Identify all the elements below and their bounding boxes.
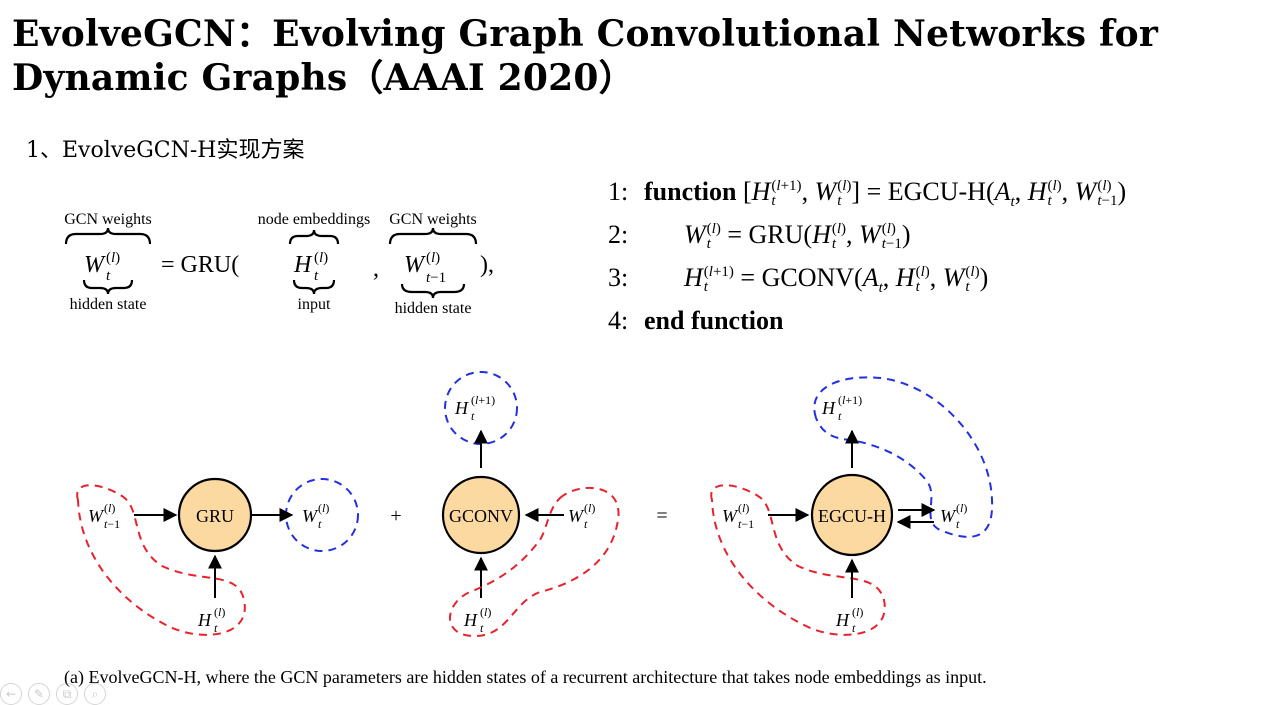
- svg-text:W: W: [568, 506, 585, 526]
- pen-icon[interactable]: ✎: [28, 683, 50, 705]
- svg-text:t: t: [318, 517, 322, 531]
- gru-label: GRU: [196, 506, 234, 526]
- gru-group: GRU W (l) t−1 W (l) t H (l) t: [76, 477, 359, 636]
- egcu-node: [810, 473, 894, 557]
- svg-text:(l+1): (l+1): [471, 393, 495, 407]
- label-input: input: [298, 296, 331, 313]
- page-title: EvolveGCN：Evolving Graph Convolutional N…: [12, 13, 1159, 99]
- svg-text:t: t: [852, 621, 856, 635]
- annotation-toolbar: ← ✎ ⧉ ⌕: [0, 683, 106, 705]
- figure-caption: (a) EvolveGCN-H, where the GCN parameter…: [64, 667, 987, 687]
- egcu-label: EGCU-H: [818, 506, 886, 526]
- red-dashed-loop-2: [449, 486, 620, 638]
- copy-icon[interactable]: ⧉: [56, 683, 78, 705]
- blue-dashed-w: [285, 478, 359, 552]
- svg-text:(l): (l): [852, 605, 863, 619]
- label-hidden-state-1: hidden state: [70, 296, 147, 313]
- svg-text:H: H: [454, 398, 469, 418]
- svg-text:t−1: t−1: [104, 517, 120, 531]
- svg-text:(l): (l): [584, 501, 595, 515]
- svg-text:t: t: [314, 268, 319, 284]
- svg-text:(l): (l): [314, 250, 328, 266]
- label-hidden-state-2: hidden state: [395, 300, 472, 317]
- gconv-label: GCONV: [449, 506, 513, 526]
- section-heading: 1、EvolveGCN-H实现方案: [26, 138, 305, 163]
- svg-text:t: t: [584, 517, 588, 531]
- label-node-embeddings: node embeddings: [258, 211, 370, 228]
- label-gcn-weights-1: GCN weights: [64, 211, 152, 228]
- svg-text:t: t: [956, 517, 960, 531]
- svg-text:(l): (l): [104, 501, 115, 515]
- algorithm-block: 1:function [H(l+1)t, W(l)t] = EGCU-H(At,…: [608, 170, 1278, 342]
- gru-equation: GCN weights node embeddings GCN weights …: [64, 211, 494, 317]
- gru-open: = GRU(: [161, 252, 239, 278]
- evolvegcn-h-diagram: GRU W (l) t−1 W (l) t H (l) t + H (l+1) …: [76, 371, 994, 638]
- comma: ,: [373, 256, 379, 282]
- svg-text:W: W: [84, 252, 106, 278]
- svg-text:W: W: [88, 506, 105, 526]
- gconv-group: H (l+1) t GCONV W (l) t H (l) t: [441, 371, 620, 638]
- arrow-left-icon[interactable]: ←: [0, 683, 22, 705]
- svg-text:H: H: [197, 610, 212, 630]
- svg-text:H: H: [293, 252, 313, 278]
- red-dashed-loop-3: [710, 484, 886, 636]
- svg-text:t: t: [471, 409, 475, 423]
- svg-text:t−1: t−1: [738, 517, 754, 531]
- svg-text:(l+1): (l+1): [838, 393, 862, 407]
- gru-node: [177, 477, 253, 553]
- svg-text:(l): (l): [318, 501, 329, 515]
- gru-close: ),: [480, 252, 494, 278]
- svg-text:t: t: [480, 621, 484, 635]
- algo-line-4: 4:end function: [608, 306, 784, 335]
- svg-text:(l): (l): [480, 605, 491, 619]
- blue-dashed-loop: [813, 376, 994, 538]
- underbraces: [82, 279, 466, 299]
- svg-text:W: W: [404, 252, 426, 278]
- svg-text:t: t: [214, 621, 218, 635]
- svg-text:(l): (l): [956, 501, 967, 515]
- svg-text:(l): (l): [738, 501, 749, 515]
- algo-line-3: 3:H(l+1)t = GCONV(At, H(l)t, W(l)t): [608, 263, 989, 297]
- svg-text:H: H: [463, 610, 478, 630]
- svg-text:W: W: [940, 506, 957, 526]
- egcu-group: H (l+1) t EGCU-H W (l) t−1 W (l) t H (l)…: [710, 376, 994, 636]
- svg-text:H: H: [835, 610, 850, 630]
- search-icon[interactable]: ⌕: [84, 683, 106, 705]
- equals-sign: =: [656, 505, 667, 527]
- overbraces: [64, 227, 478, 245]
- svg-text:(l): (l): [214, 605, 225, 619]
- svg-text:t: t: [838, 409, 842, 423]
- label-gcn-weights-2: GCN weights: [389, 211, 477, 228]
- svg-text:t−1: t−1: [426, 270, 446, 286]
- svg-text:W: W: [302, 506, 319, 526]
- plus-sign: +: [390, 505, 401, 527]
- svg-text:t: t: [106, 268, 111, 284]
- gconv-node: [441, 475, 521, 555]
- svg-text:W: W: [722, 506, 739, 526]
- algo-line-2: 2:W(l)t = GRU(H(l)t, W(l)t−1): [608, 220, 911, 253]
- svg-text:(l): (l): [106, 250, 120, 266]
- red-dashed-loop-1: [76, 484, 246, 636]
- svg-text:(l): (l): [426, 250, 440, 266]
- algo-line-1: 1:function [H(l+1)t, W(l)t] = EGCU-H(At,…: [608, 177, 1127, 211]
- svg-text:H: H: [821, 398, 836, 418]
